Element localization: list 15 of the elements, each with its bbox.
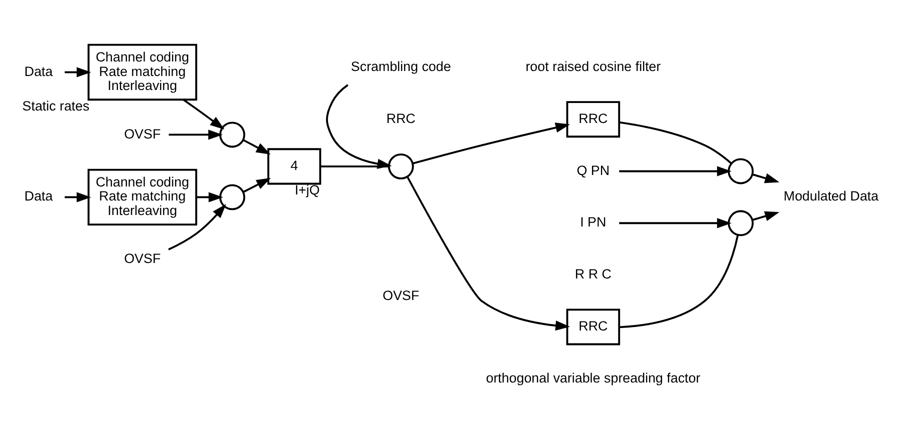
node-text: Data — [24, 63, 53, 78]
node-label: Static rates — [22, 98, 90, 113]
label: root raised cosine filter — [526, 58, 661, 74]
node-text: Data — [24, 188, 53, 204]
node-label: I+jQ — [294, 182, 320, 197]
node-text: Scrambling code — [350, 58, 451, 74]
label: R R C — [574, 266, 612, 282]
node-text: Modulated Data — [784, 188, 879, 204]
node-text: Q PN — [576, 162, 610, 178]
node-text: OVSF — [124, 126, 161, 141]
node-text: OVSF — [124, 250, 161, 266]
label: RRC — [386, 110, 416, 126]
node-text: I PN — [580, 214, 606, 230]
label: orthogonal variable spreading factor — [486, 370, 700, 385]
label: OVSF — [382, 287, 420, 302]
